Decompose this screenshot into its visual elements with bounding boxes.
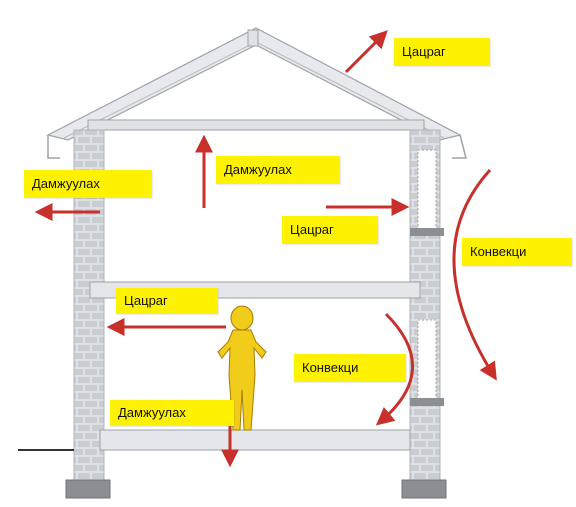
label-conduction-floor: Дамжуулах bbox=[110, 400, 234, 426]
lower-window bbox=[417, 319, 437, 401]
label-convection-inside: Конвекци bbox=[294, 354, 406, 382]
label-conduction-left-wall: Дамжуулах bbox=[24, 170, 152, 198]
person-silhouette-icon bbox=[217, 305, 267, 431]
arrow-roof-radiation bbox=[344, 30, 388, 74]
label-radiation-floor: Цацраг bbox=[116, 288, 218, 314]
label-convection-outside: Конвекци bbox=[462, 238, 572, 266]
label-conduction-ceiling: Дамжуулах bbox=[216, 156, 340, 184]
arrow-outside-convection bbox=[452, 168, 497, 381]
label-radiation-window: Цацраг bbox=[282, 216, 378, 244]
right-brick-wall bbox=[409, 129, 444, 481]
right-foundation bbox=[401, 479, 447, 499]
arrow-inside-convection bbox=[375, 312, 414, 426]
ceiling-beam bbox=[87, 119, 425, 131]
label-radiation-roof: Цацраг bbox=[394, 38, 490, 66]
ground-floor-slab bbox=[99, 429, 411, 451]
left-foundation bbox=[65, 479, 111, 499]
upper-window bbox=[417, 149, 437, 231]
heat-arrows bbox=[34, 30, 497, 468]
